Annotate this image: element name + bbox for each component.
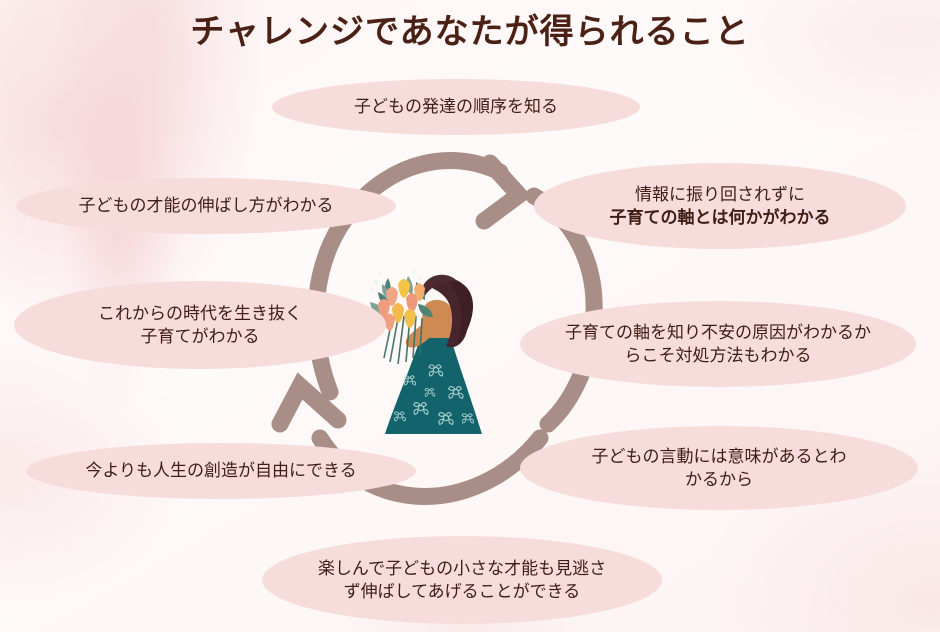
benefit-bubble-top[interactable]: 子どもの発達の順序を知る [272, 79, 640, 135]
bubble-line: らこそ対処方法もわかる [624, 346, 812, 365]
bubble-line: これからの時代を生き抜く [98, 303, 302, 323]
woman-holding-bouquet-illustration [366, 270, 482, 434]
bubble-line: 子どもの言動には意味があるとわ [591, 446, 847, 466]
bubble-line: 今よりも人生の創造が自由にできる [85, 461, 357, 481]
bubble-line: かるから [685, 470, 753, 489]
benefit-bubble-left-lower[interactable]: 今よりも人生の創造が自由にできる [26, 443, 416, 499]
bubble-line: 子どもの発達の順序を知る [354, 97, 558, 117]
bubble-line: 子育てがわかる [140, 327, 260, 346]
benefit-bubble-left-middle[interactable]: これからの時代を生き抜く 子育てがわかる [14, 281, 386, 369]
bubble-line: 楽しんで子どもの小さな才能も見逃さ [317, 558, 607, 578]
bubble-line: ず伸ばしてあげることができる [343, 582, 581, 601]
bubble-line: 子育ての軸を知り不安の原因がわかるか [565, 322, 871, 342]
benefit-bubble-bottom[interactable]: 楽しんで子どもの小さな才能も見逃さ ず伸ばしてあげることができる [262, 536, 662, 624]
bubble-line-emphasis: 子育ての軸とは何かがわかる [609, 208, 831, 227]
benefit-bubble-right-upper[interactable]: 情報に振り回されずに 子育ての軸とは何かがわかる [534, 163, 906, 249]
benefit-bubble-right-middle[interactable]: 子育ての軸を知り不安の原因がわかるか らこそ対処方法もわかる [520, 301, 916, 387]
bubble-line: 情報に振り回されずに [635, 184, 805, 204]
benefit-bubble-right-lower[interactable]: 子どもの言動には意味があるとわ かるから [520, 426, 918, 510]
bubble-line: 子どもの才能の伸ばし方がわかる [78, 196, 334, 216]
page-title: チャレンジであなたが得られること [190, 13, 750, 51]
benefit-bubble-left-upper[interactable]: 子どもの才能の伸ばし方がわかる [16, 178, 396, 234]
